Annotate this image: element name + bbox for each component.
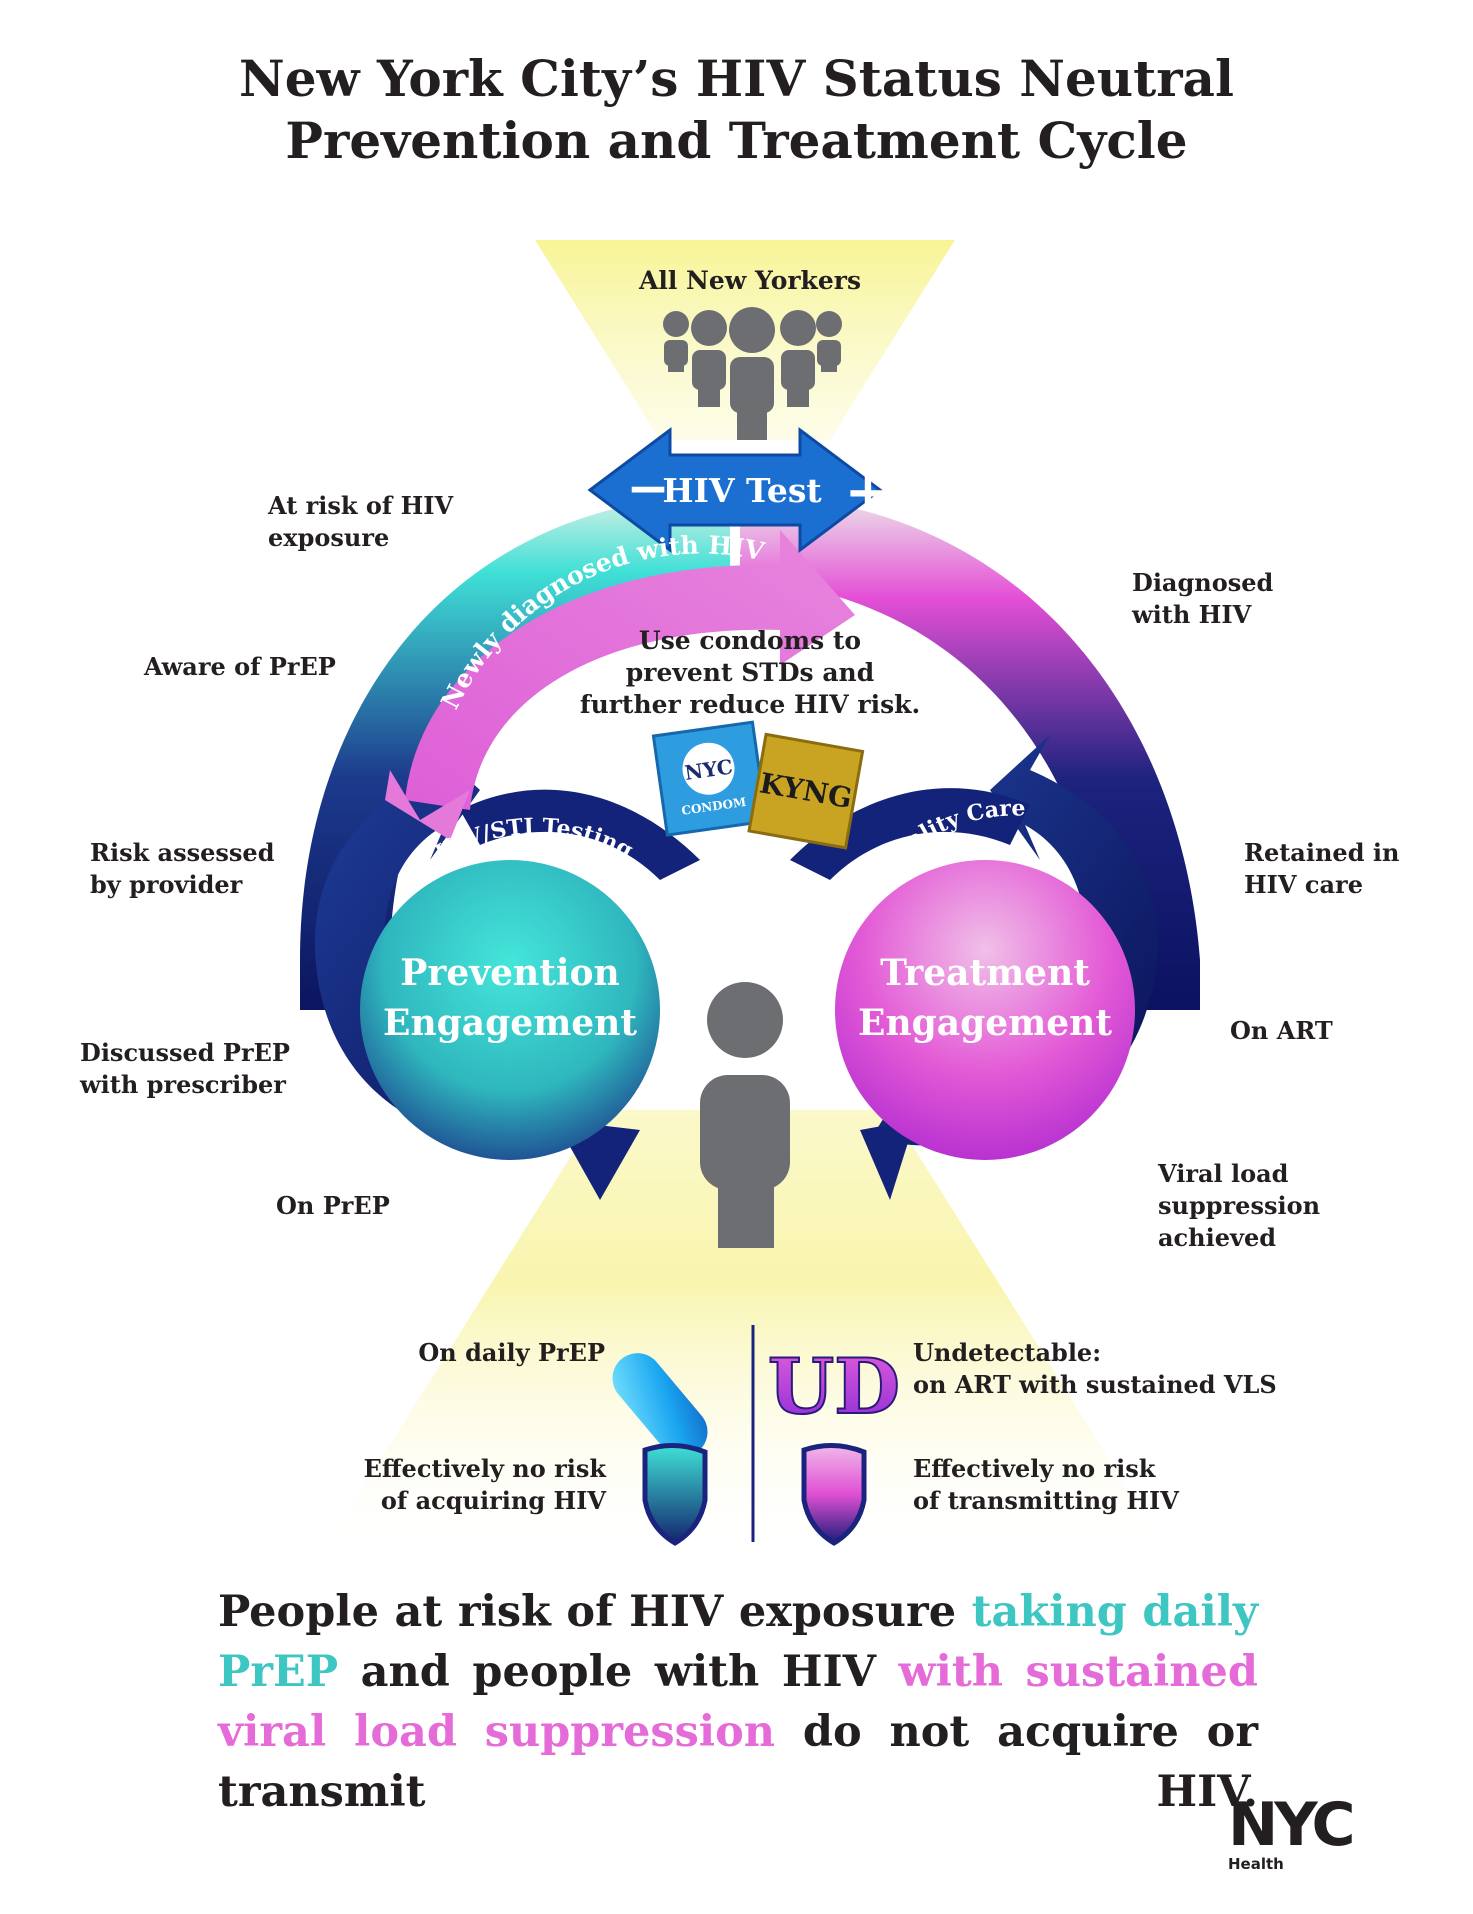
prevention-top-band [460, 789, 700, 880]
prevention-circle [360, 860, 660, 1160]
step-at-risk: At risk of HIV exposure [268, 491, 454, 552]
step-aware-of-prep: Aware of PrEP [144, 652, 336, 681]
page-title: New York City’s HIV Status Neutral Preve… [0, 48, 1473, 172]
statement-part-3: and people with HIV [360, 1647, 876, 1697]
condom-line-3: further reduce HIV risk. [579, 690, 921, 719]
prevention-title-line-2: Engagement [383, 1002, 637, 1044]
title-line-2: Prevention and Treatment Cycle [285, 111, 1188, 170]
undetectable-label: Undetectable: on ART with sustained VLS [913, 1338, 1277, 1399]
statement-part-4: with sustained viral load suppression [218, 1647, 1258, 1757]
bottom-statement: People at risk of HIV exposure taking da… [218, 1582, 1258, 1822]
statement-part-2: taking daily PrEP [218, 1587, 1258, 1697]
logo-sub: Health [1228, 1855, 1284, 1873]
plus-icon: + [845, 459, 892, 525]
treatment-title-line-2: Engagement [858, 1002, 1112, 1044]
treatment-top-band [790, 788, 1030, 880]
step-risk-assessed: Risk assessed by provider [90, 838, 275, 899]
shield-pink-icon [801, 1443, 867, 1546]
step-on-art: On ART [1230, 1016, 1333, 1045]
kyng-condom-pack: KYNG [747, 732, 865, 850]
step-on-prep: On PrEP [276, 1191, 390, 1220]
newly-diagnosed-arrow [405, 530, 855, 810]
nyc-condom-pack: NYC CONDOM [651, 720, 769, 837]
condom-message: Use condoms to prevent STDs and further … [560, 625, 940, 721]
treatment-circle [835, 860, 1135, 1160]
prevention-title-line-1: Prevention [400, 952, 619, 994]
statement-part-5: do not acquire or transmit HIV. [218, 1707, 1258, 1817]
step-viral-load-suppression: Viral load suppression achieved [1158, 1159, 1321, 1252]
logo-word: NYC [1228, 1790, 1356, 1860]
condom-line-2: prevent STDs and [625, 658, 875, 687]
hiv-test-arrow [587, 427, 883, 553]
step-diagnosed: Diagnosed with HIV [1132, 568, 1274, 629]
treatment-title-line-1: Treatment [880, 952, 1090, 994]
condom-line-1: Use condoms to [638, 626, 862, 655]
tx-no-risk-label: Effectively no risk of transmitting HIV [913, 1454, 1179, 1515]
step-retained-in-care: Retained in HIV care [1244, 838, 1400, 899]
nyc-health-logo: NYC Health [1228, 1795, 1388, 1875]
title-line-1: New York City’s HIV Status Neutral [239, 49, 1234, 108]
shield-teal-icon [642, 1443, 708, 1546]
bottom-light-beam [330, 1110, 1160, 1540]
on-daily-prep-label: On daily PrEP [418, 1338, 605, 1367]
hiv-test-label: HIV Test [662, 471, 822, 510]
ud-badge: UD [768, 1342, 900, 1431]
pill-icon [612, 1353, 708, 1457]
all-new-yorkers-label: All New Yorkers [638, 266, 862, 295]
prep-no-risk-label: Effectively no risk of acquiring HIV [363, 1454, 606, 1515]
person-icon [700, 982, 790, 1248]
treatment-bottom-arrowhead [860, 1120, 915, 1200]
newly-diagnosed-tail [385, 770, 470, 840]
people-group-icon [663, 307, 842, 440]
step-discussed-prep: Discussed PrEP with prescriber [80, 1038, 290, 1099]
minus-icon: − [626, 458, 670, 519]
statement-part-1: People at risk of HIV exposure [218, 1587, 957, 1637]
